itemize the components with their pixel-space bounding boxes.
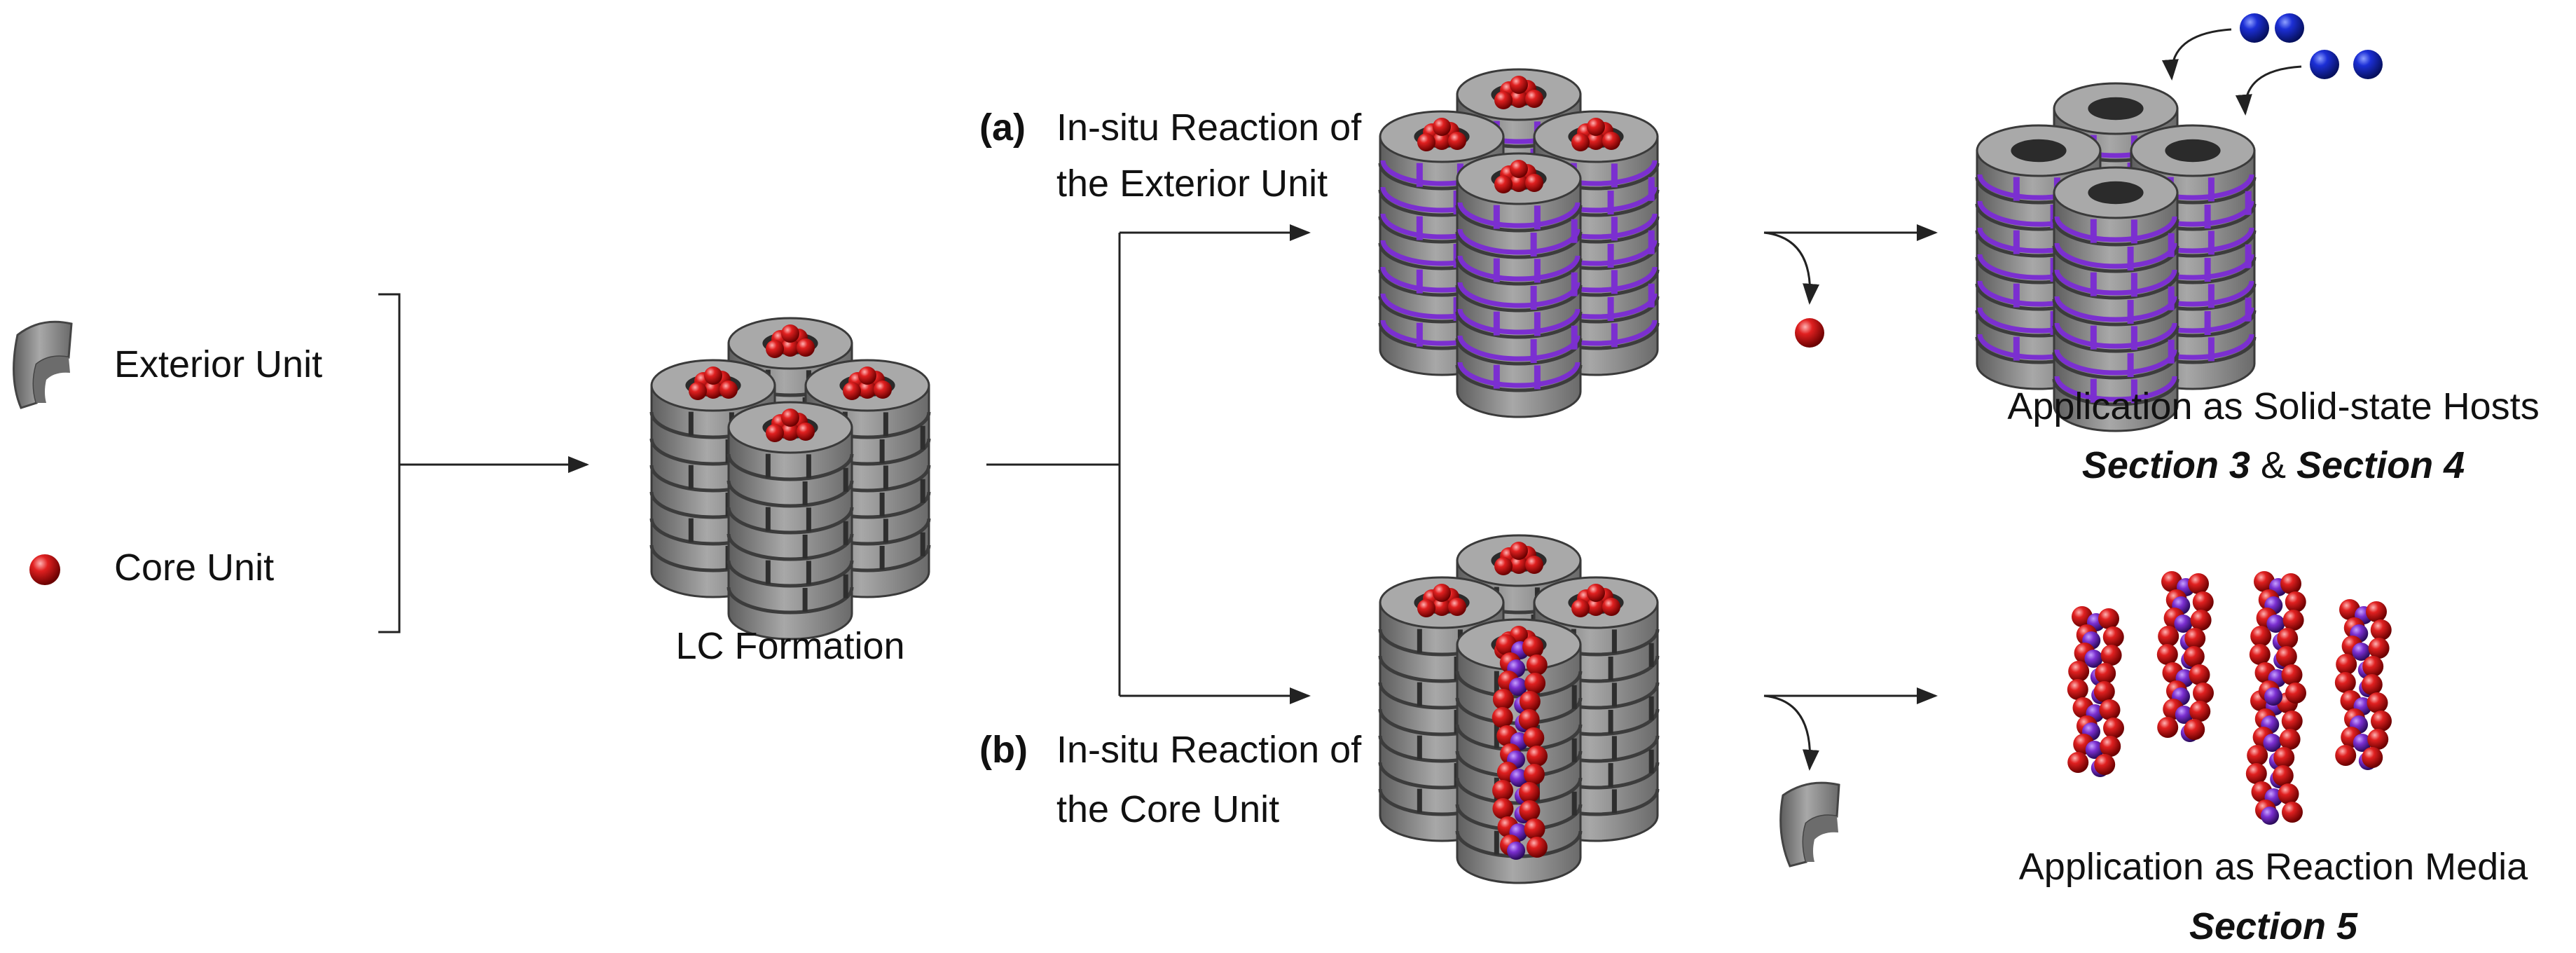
route-a-tag: (a) <box>979 107 1026 149</box>
arrow-release-exterior <box>1763 694 1819 771</box>
route-b-line1: In-situ Reaction of <box>1056 729 1362 771</box>
guest-molecules <box>2240 13 2383 79</box>
polymer-chains <box>2067 571 2392 825</box>
connector-lines <box>378 28 2302 771</box>
app-hosts-label: Application as Solid-state Hosts <box>2007 385 2540 427</box>
crosslinked-exterior-assembly <box>1378 68 1660 418</box>
app-media-label: Application as Reaction Media <box>2018 846 2528 888</box>
route-a-line2: the Exterior Unit <box>1056 163 1328 205</box>
legend-core-label: Core Unit <box>114 547 275 589</box>
ampersand: & <box>2260 444 2287 486</box>
arrow-guest-2 <box>2235 65 2302 116</box>
polymerized-core-assembly <box>1378 534 1660 884</box>
exterior-unit-icon <box>13 320 73 409</box>
section-4-ref: Section 4 <box>2296 444 2465 486</box>
legend-exterior-label: Exterior Unit <box>114 343 323 385</box>
arrow-release-core <box>1763 231 1820 305</box>
lc-formation-label: LC Formation <box>675 625 905 667</box>
core-unit-icon <box>29 554 60 585</box>
route-a-line1: In-situ Reaction of <box>1056 107 1362 149</box>
lc-assembly <box>649 317 931 640</box>
route-b-tag: (b) <box>979 729 1028 771</box>
solid-state-host-assembly <box>1975 82 2257 432</box>
section-5-ref: Section 5 <box>2189 905 2358 947</box>
released-core-sphere <box>1795 318 1824 348</box>
app-hosts-sections: Section 3 & Section 4 <box>2082 443 2465 488</box>
arrow-guest-1 <box>2161 28 2232 81</box>
section-3-ref: Section 3 <box>2081 444 2250 486</box>
route-b-line2: the Core Unit <box>1056 788 1280 830</box>
released-exterior-unit <box>1779 781 1840 868</box>
